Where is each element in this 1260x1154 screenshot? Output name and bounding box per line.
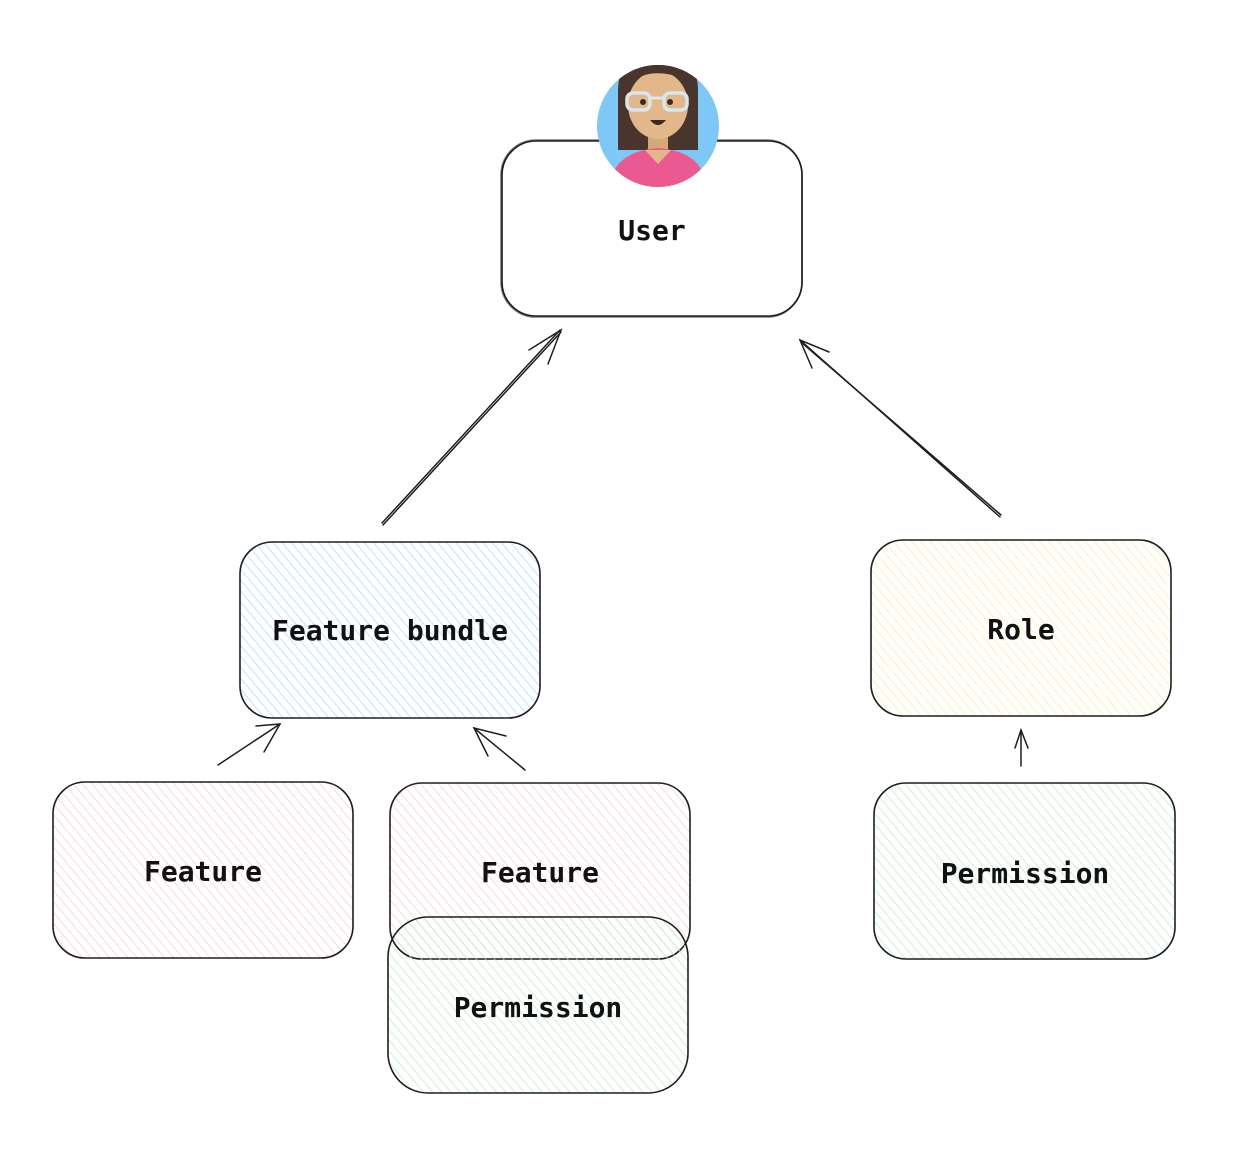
node-label: Feature [144, 855, 262, 888]
node-label: Feature [481, 856, 599, 889]
node-feature[interactable]: Feature [52, 781, 354, 959]
edge-feature-2-to-feature-bundle [472, 726, 526, 771]
node-label: Feature bundle [272, 614, 508, 647]
node-label: Role [987, 613, 1054, 646]
node-label: Permission [941, 857, 1110, 890]
edge-role-to-user [798, 338, 1002, 518]
edge-feature-bundle-to-user [381, 328, 563, 526]
node-permission[interactable]: Permission [873, 782, 1176, 960]
edge-feature-1-to-feature-bundle [217, 723, 282, 766]
node-role[interactable]: Role [870, 539, 1172, 717]
edge-permission-to-role [1014, 727, 1029, 767]
node-permission[interactable]: Permission [387, 916, 689, 1094]
node-label: User [618, 214, 685, 247]
user-avatar-icon [597, 65, 719, 187]
node-feature-bundle[interactable]: Feature bundle [239, 541, 541, 719]
node-label: Permission [454, 991, 623, 1024]
node-user[interactable]: User [500, 139, 803, 318]
